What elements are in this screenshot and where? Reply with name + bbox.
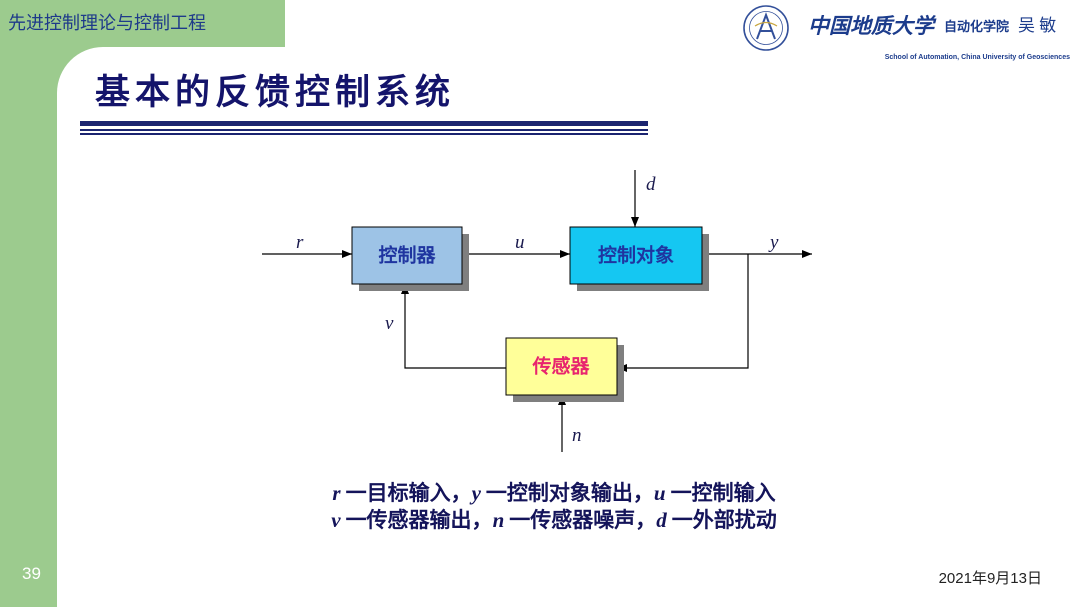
legend-text: 一控制输入 bbox=[670, 482, 776, 505]
plant-block-label: 控制对象 bbox=[598, 244, 674, 267]
slide-title: 基本的反馈控制系统 bbox=[95, 73, 456, 112]
plant-block bbox=[569, 226, 703, 285]
feedback-block-diagram: 控制器 控制对象 传感器 r u y d v n bbox=[262, 170, 812, 452]
sensor-block bbox=[505, 337, 618, 396]
feedback-line-to-controller bbox=[401, 284, 506, 369]
school-english-name: School of Automation, China University o… bbox=[884, 54, 1070, 61]
author-name: 吴 敏 bbox=[1018, 16, 1057, 35]
legend-text: 一传感器输出， bbox=[345, 509, 493, 532]
signal-label-reference: r bbox=[296, 232, 304, 253]
content-rounded-corner bbox=[57, 47, 317, 117]
title-underline-thick bbox=[80, 121, 648, 126]
controller-block bbox=[351, 226, 463, 285]
legend-symbol: d bbox=[656, 508, 667, 532]
legend-symbol: u bbox=[653, 481, 666, 505]
left-green-sidebar bbox=[0, 0, 57, 607]
signal-label-disturbance: d bbox=[646, 174, 656, 195]
university-name-calligraphy: 中国地质大学 bbox=[808, 14, 934, 38]
legend-text: 一传感器噪声， bbox=[509, 509, 657, 532]
title-underline-thin bbox=[80, 129, 648, 131]
signal-label-noise: n bbox=[572, 425, 582, 446]
slide-date: 2021年9月13日 bbox=[938, 570, 1042, 587]
signal-label-output: y bbox=[768, 232, 779, 253]
legend-symbol: r bbox=[332, 481, 341, 505]
school-name: 自动化学院 bbox=[944, 19, 1010, 34]
legend-text: 一控制对象输出， bbox=[485, 482, 654, 505]
university-seal-logo bbox=[743, 5, 789, 51]
signal-label-control: u bbox=[515, 232, 525, 253]
course-title: 先进控制理论与控制工程 bbox=[8, 13, 206, 33]
sensor-block-label: 传感器 bbox=[531, 355, 590, 378]
page-number: 39 bbox=[22, 564, 41, 583]
legend-text: 一外部扰动 bbox=[671, 509, 777, 532]
title-underline-thin bbox=[80, 133, 648, 135]
signal-label-measurement: v bbox=[385, 313, 394, 334]
legend-symbol: y bbox=[471, 481, 481, 505]
legend-text: 一目标输入， bbox=[345, 482, 472, 505]
feedback-line-to-sensor bbox=[617, 254, 749, 372]
controller-block-label: 控制器 bbox=[378, 244, 436, 267]
legend-symbol: v bbox=[331, 508, 341, 532]
legend-symbol: n bbox=[492, 508, 505, 532]
